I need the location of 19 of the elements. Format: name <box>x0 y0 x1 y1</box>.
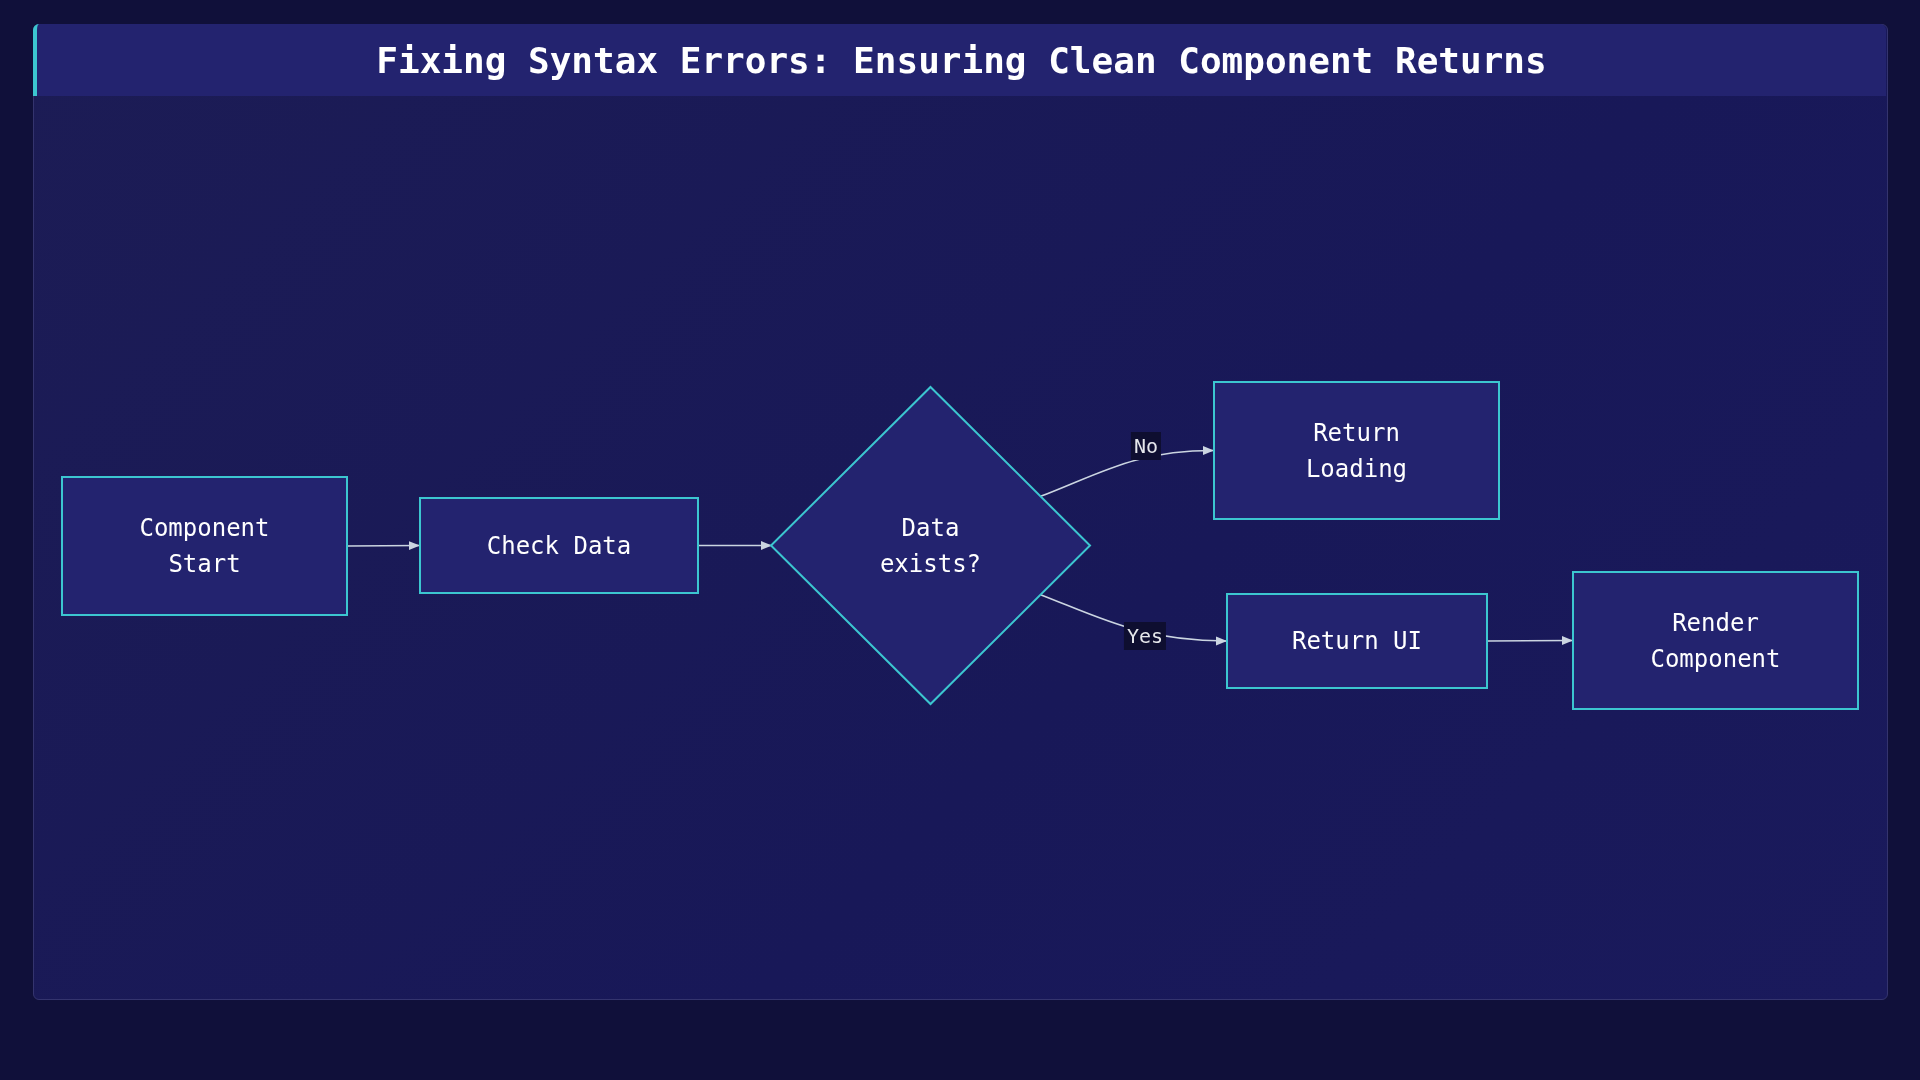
title: Fixing Syntax Errors: Ensuring Clean Component Returns <box>376 39 1547 81</box>
arrow <box>698 541 773 550</box>
node-text: Return UI <box>1290 626 1423 657</box>
node-text: Data exists? <box>878 512 983 580</box>
process-box <box>1572 571 1859 710</box>
arrow <box>1487 636 1574 646</box>
node-text: Return Loading <box>1304 417 1409 485</box>
arrow <box>1039 446 1215 498</box>
process-box <box>61 476 348 616</box>
edge-label: Yes <box>1123 622 1167 650</box>
node-text: Check Data <box>485 530 633 562</box>
decision-diamond <box>771 387 1090 704</box>
node-text: Render Component <box>1649 607 1782 675</box>
arrow <box>347 541 421 551</box>
process-box <box>1226 593 1488 689</box>
node-text: Component Start <box>138 513 271 580</box>
edge-label: No <box>1130 432 1162 460</box>
process-box <box>419 497 699 594</box>
process-box <box>1213 381 1500 520</box>
